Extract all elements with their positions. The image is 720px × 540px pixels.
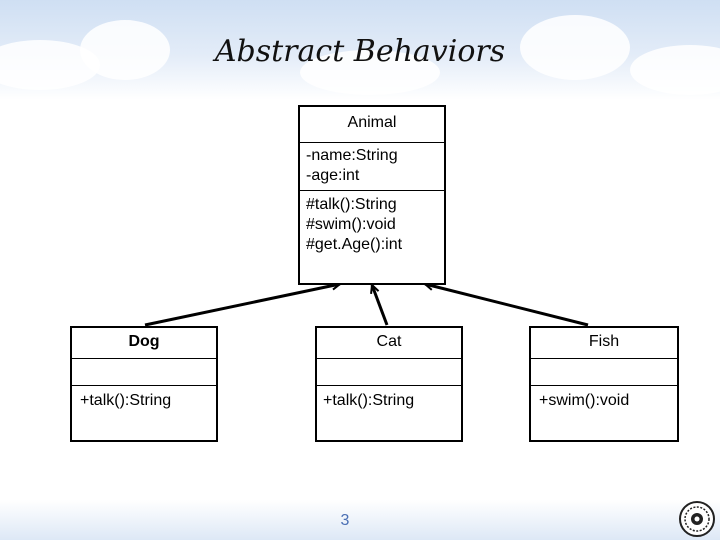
animal-methods: #talk():String #swim():void #get.Age():i… — [300, 190, 444, 283]
fish-attributes — [531, 358, 677, 385]
cloud-shape — [630, 45, 720, 95]
footer-bar — [0, 500, 720, 540]
cloud-shape — [520, 15, 630, 80]
university-seal-icon — [679, 501, 715, 537]
fish-methods: +swim():void — [531, 385, 677, 440]
cloud-shape — [300, 50, 440, 95]
cat-methods: +talk():String — [317, 385, 461, 440]
cat-inheritance-arrow — [372, 285, 389, 326]
header-background — [0, 0, 720, 100]
dog-attributes — [72, 358, 216, 385]
animal-attribute: -name:String — [306, 147, 398, 164]
animal-method: #get.Age():int — [306, 236, 403, 253]
cat-class-name: Cat — [376, 333, 402, 350]
dog-inheritance-arrow — [144, 284, 340, 327]
page-number: 3 — [340, 512, 350, 529]
dog-class-box: Dog +talk():String — [70, 326, 218, 442]
dog-methods: +talk():String — [72, 385, 216, 440]
dog-class-name: Dog — [128, 333, 160, 350]
animal-method: #talk():String — [306, 196, 397, 213]
animal-class-box: Animal -name:String -age:int #talk():Str… — [298, 105, 446, 285]
animal-attribute: -age:int — [306, 167, 360, 184]
dog-method: +talk():String — [80, 392, 172, 409]
cat-attributes — [317, 358, 461, 385]
fish-class-name: Fish — [588, 333, 620, 350]
slide-title: Abstract Behaviors — [214, 34, 506, 69]
cat-method: +talk():String — [323, 392, 415, 409]
fish-method: +swim():void — [539, 392, 630, 409]
fish-class-box: Fish +swim():void — [529, 326, 679, 442]
animal-attributes: -name:String -age:int — [300, 142, 444, 190]
cat-class-box: Cat +talk():String — [315, 326, 463, 442]
animal-class-name: Animal — [347, 114, 397, 131]
cloud-shape — [80, 20, 170, 80]
animal-method: #swim():void — [306, 216, 396, 233]
fish-inheritance-arrow — [425, 284, 589, 327]
